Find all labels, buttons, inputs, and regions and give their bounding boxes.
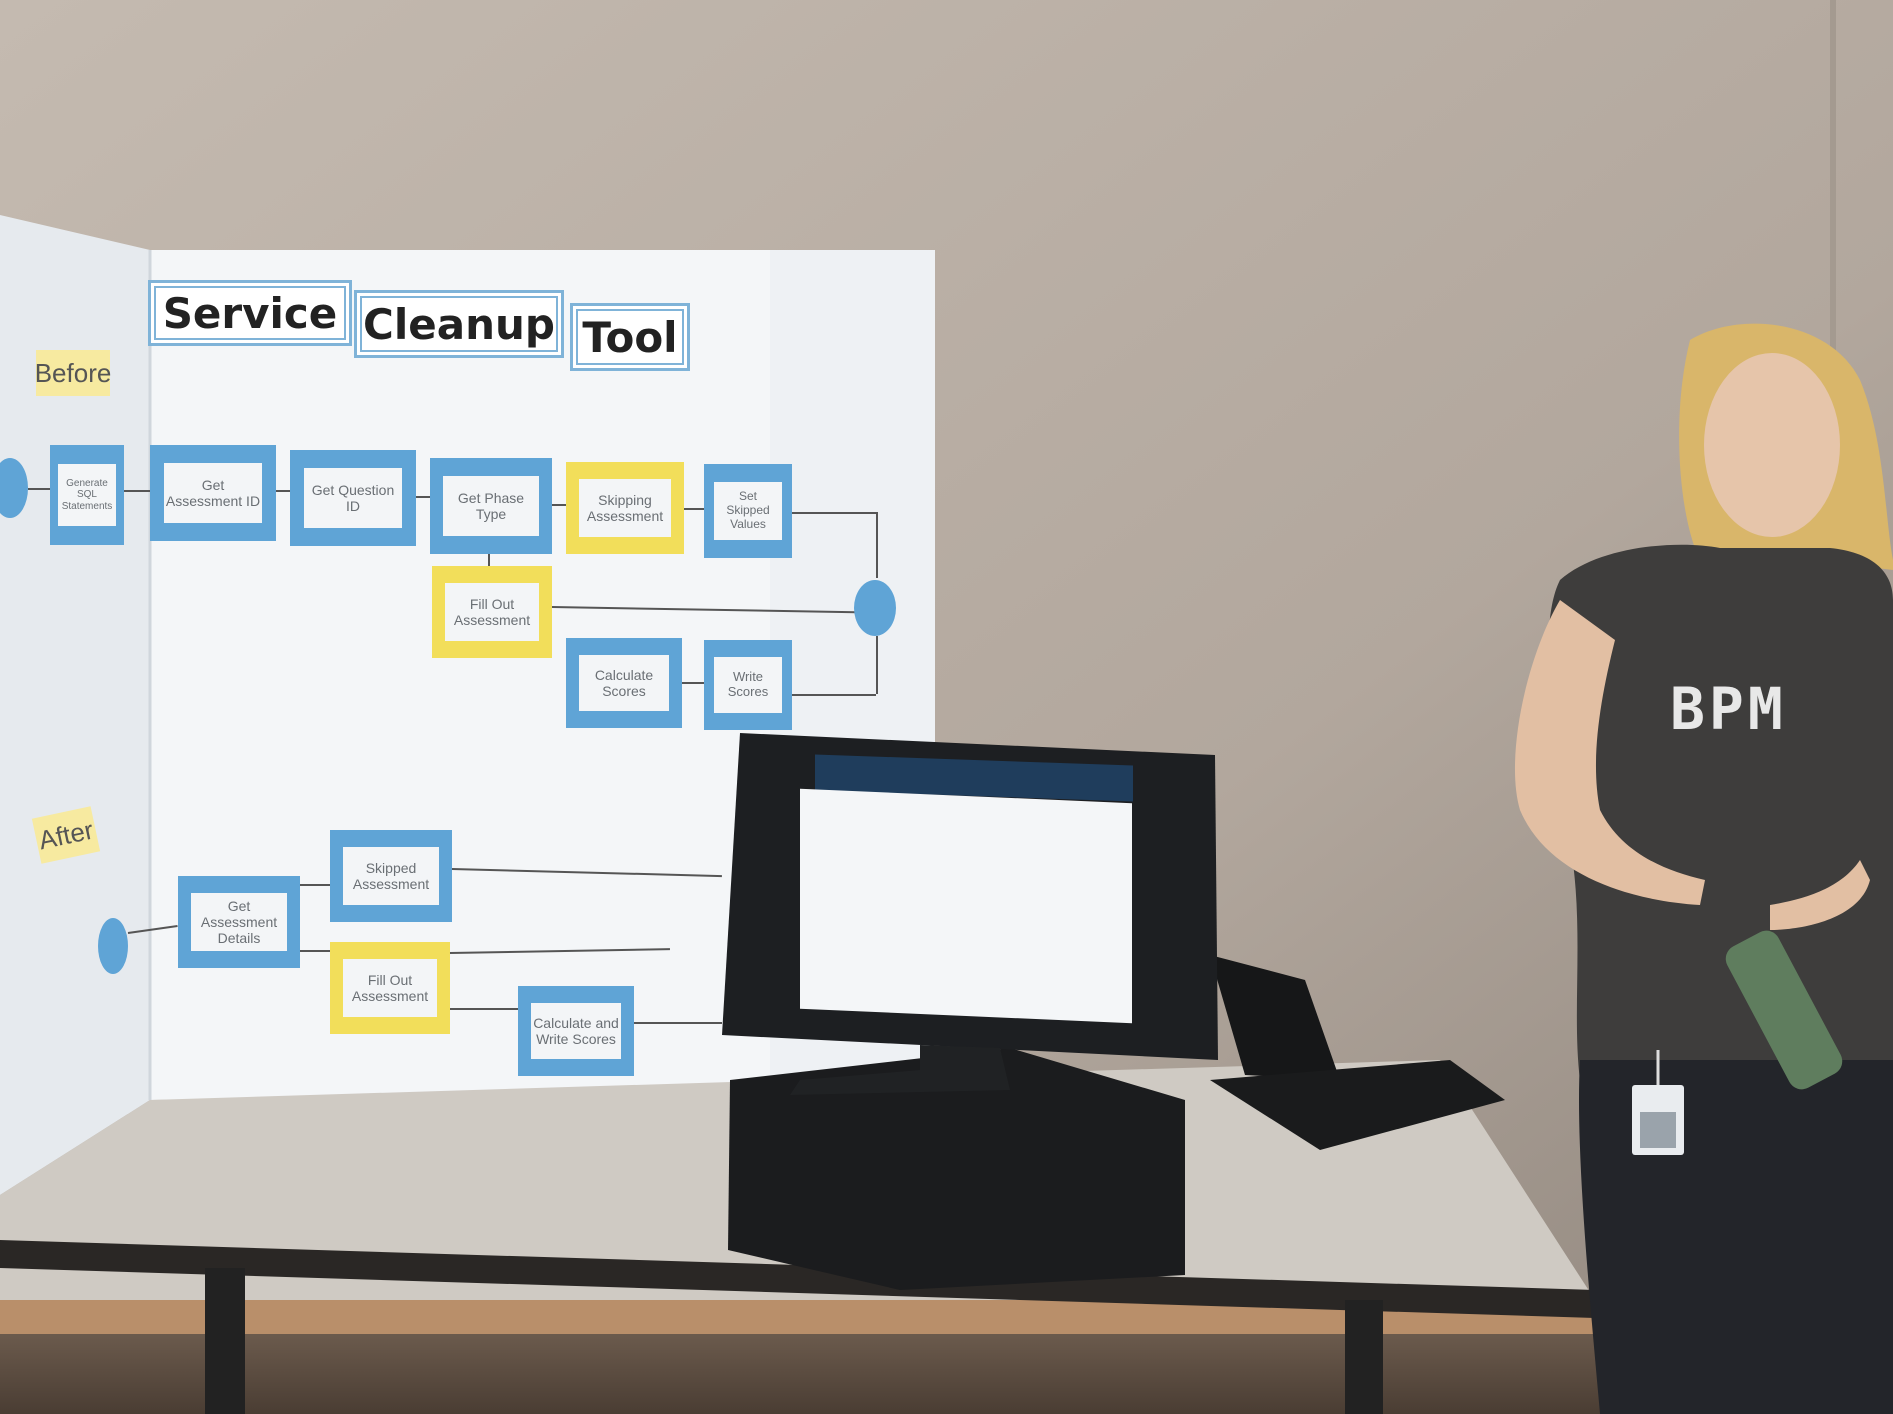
flow-arrow xyxy=(450,1008,518,1010)
table-leg-left xyxy=(205,1268,245,1414)
flow-arrow xyxy=(634,1022,722,1024)
flow-arrow xyxy=(300,884,330,886)
after-node-fill-out-assessment: Fill Out Assessment xyxy=(330,942,450,1034)
monitor-screen-content xyxy=(800,788,1132,1024)
person-pants xyxy=(1579,1060,1893,1414)
shirt-logo: BPM xyxy=(1670,675,1787,743)
monitor-stand xyxy=(790,1045,1010,1095)
flow-arrow xyxy=(276,490,290,492)
laptop-lid xyxy=(1210,955,1340,1080)
node-label: Get Assessment Details xyxy=(191,893,287,951)
after-start-event xyxy=(98,918,128,974)
flow-arrow xyxy=(682,682,704,684)
node-label: Get Assessment ID xyxy=(163,463,263,523)
flow-arrow xyxy=(792,512,876,514)
node-label: Get Phase Type xyxy=(443,476,539,536)
node-label: Get Question ID xyxy=(303,468,403,528)
laptop-base xyxy=(1210,1060,1505,1150)
before-start-event xyxy=(0,458,28,518)
flow-arrow xyxy=(124,490,150,492)
node-label: Fill Out Assessment xyxy=(343,959,437,1017)
person-face xyxy=(1704,353,1840,537)
person-shirt xyxy=(1548,544,1893,1080)
table-leg-right xyxy=(1345,1300,1383,1414)
flow-arrow xyxy=(552,504,566,506)
lane-label-before: Before xyxy=(35,350,111,396)
after-node-skipped-assessment: Skipped Assessment xyxy=(330,830,452,922)
node-label: Skipped Assessment xyxy=(343,847,439,905)
after-node-get-assessment-details: Get Assessment Details xyxy=(178,876,300,968)
person-arm-left xyxy=(1514,600,1705,905)
pc-case xyxy=(728,1048,1185,1290)
title-word-cleanup: Cleanup xyxy=(354,290,564,358)
after-node-calculate-and-write-scores: Calculate and Write Scores xyxy=(518,986,634,1076)
before-node-get-assessment-id: Get Assessment ID xyxy=(150,445,276,541)
flow-arrow xyxy=(300,950,330,952)
title-word-tool: Tool xyxy=(570,303,690,371)
floor xyxy=(0,1330,1893,1414)
flow-arrow xyxy=(28,488,50,490)
flow-arrow xyxy=(416,496,430,498)
before-node-get-question-id: Get Question ID xyxy=(290,450,416,546)
node-label: Fill Out Assessment xyxy=(445,583,539,641)
person-arm-right xyxy=(1770,860,1870,930)
before-node-calculate-scores: Calculate Scores xyxy=(566,638,682,728)
flow-connector xyxy=(876,636,878,694)
node-label: Write Scores xyxy=(713,657,783,713)
flow-connector xyxy=(876,512,878,578)
before-node-set-skipped-values: Set Skipped Values xyxy=(704,464,792,558)
before-node-generate-sql: Generate SQL Statements xyxy=(50,445,124,545)
node-label: Calculate and Write Scores xyxy=(530,1003,622,1059)
before-node-fill-out-assessment: Fill Out Assessment xyxy=(432,566,552,658)
before-node-write-scores: Write Scores xyxy=(704,640,792,730)
node-label: Skipping Assessment xyxy=(578,479,672,537)
table-edge xyxy=(0,1240,1595,1318)
before-node-skipping-assessment: Skipping Assessment xyxy=(566,462,684,554)
flow-connector xyxy=(488,554,490,566)
badge-photo xyxy=(1640,1112,1676,1148)
title-word-service: Service xyxy=(148,280,352,346)
node-label: Set Skipped Values xyxy=(713,481,783,541)
before-node-get-phase-type: Get Phase Type xyxy=(430,458,552,554)
bottle xyxy=(1725,930,1843,1090)
before-end-event xyxy=(854,580,896,636)
node-label: Generate SQL Statements xyxy=(58,464,116,526)
flow-arrow xyxy=(792,694,876,696)
flow-arrow xyxy=(684,508,704,510)
node-label: Calculate Scores xyxy=(578,655,670,711)
